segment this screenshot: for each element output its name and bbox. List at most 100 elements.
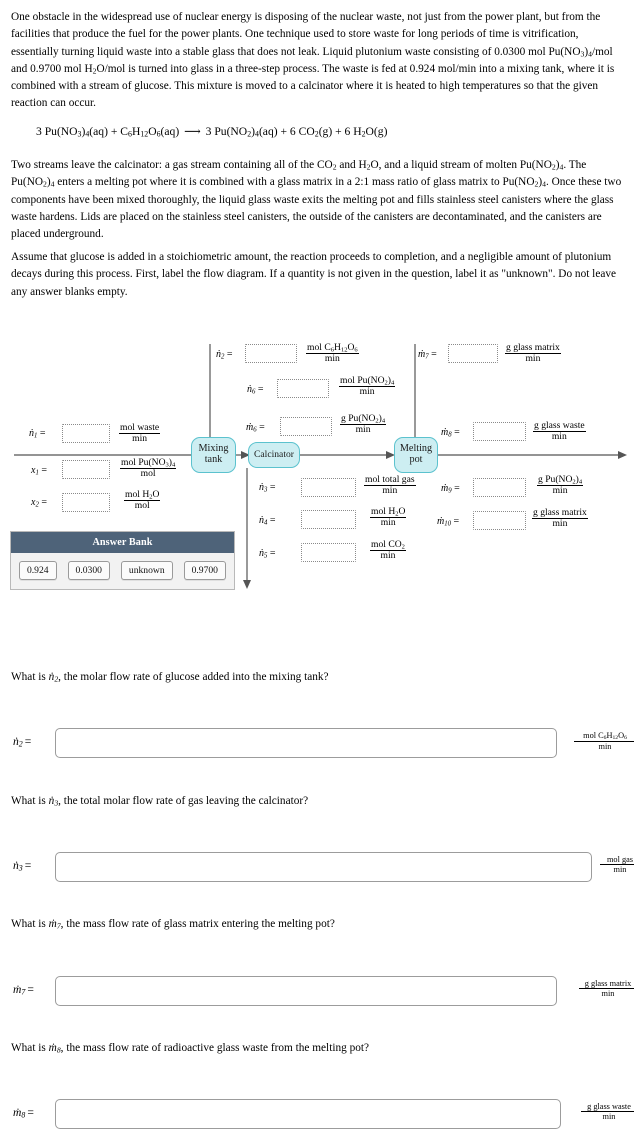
input-n6[interactable]	[277, 379, 329, 398]
paragraph-intro: One obstacle in the widespread use of nu…	[11, 9, 626, 113]
units-n1-num: mol waste	[119, 422, 161, 435]
label-n2: ṅ2 =	[216, 349, 233, 361]
input-x2[interactable]	[62, 493, 110, 512]
input-n4[interactable]	[301, 510, 356, 529]
label-m7: ṁ7 =	[418, 349, 437, 361]
label-m8: ṁ8 =	[441, 427, 460, 439]
units-n5: mol CO2 min	[370, 539, 406, 562]
input-m7[interactable]	[448, 344, 498, 363]
answer-label-m8: ṁ8=	[13, 1106, 34, 1120]
answer-bank-title: Answer Bank	[11, 532, 234, 553]
answer-chip-1[interactable]: 0.0300	[67, 561, 110, 580]
input-m8[interactable]	[473, 422, 526, 441]
answer-units-m8-den: min	[602, 1112, 616, 1122]
units-n1: mol waste min	[119, 422, 161, 445]
para1-text-a: One obstacle in the widespread use of nu…	[11, 11, 601, 58]
question-text-n2: What is ṅ2, the molar flow rate of gluc…	[11, 671, 329, 684]
unit-melting-pot[interactable]: Melting pot	[394, 437, 438, 473]
question-text-m7: What is ṁ7, the mass flow rate of glass…	[11, 918, 335, 931]
para1-text-c: mol H2O/mol is turned into glass in a th…	[61, 62, 410, 76]
label-n3: ṅ3 =	[259, 482, 276, 494]
paragraph-process: Two streams leave the calcinator: a gas …	[11, 159, 622, 241]
answer-units-m7: g glass matrix min	[579, 979, 634, 998]
units-n2: mol C6H12O6 min	[306, 342, 359, 365]
units-m8: g glass waste min	[533, 420, 586, 443]
label-x2: x2 =	[31, 497, 47, 509]
q1-prefix: What is	[11, 671, 49, 683]
answer-input-m7[interactable]	[55, 976, 557, 1006]
input-n5[interactable]	[301, 543, 356, 562]
input-x1[interactable]	[62, 460, 110, 479]
answer-chip-2[interactable]: unknown	[120, 561, 173, 580]
units-n5-den: min	[380, 550, 396, 562]
mixing-tank-line1: Mixing	[198, 443, 229, 455]
units-x2-num: mol H2O	[124, 489, 161, 502]
answer-units-m7-den: min	[601, 989, 615, 999]
reaction-equation: 3 Pu(NO3)4(aq) + C6H12O6(aq) ⟶ 3 Pu(NO2)…	[36, 125, 388, 139]
unit-mixing-tank[interactable]: Mixing tank	[191, 437, 236, 473]
q3-prefix: What is	[11, 918, 49, 930]
unit-calcinator[interactable]: Calcinator	[248, 442, 300, 468]
para1-text-b: mol Pu(NO3)4/mol and	[11, 45, 613, 75]
units-n5-num: mol CO2	[370, 539, 406, 552]
answer-units-n3-den: min	[613, 865, 627, 875]
answer-units-n2: mol C6H12O6 min	[574, 731, 634, 752]
answer-label-n2: ṅ2=	[13, 735, 32, 749]
melting-pot-line2: pot	[409, 454, 423, 465]
units-m9: g Pu(NO2)4 min	[537, 474, 584, 497]
units-n6-num: mol Pu(NO2)4	[339, 375, 396, 388]
input-n3[interactable]	[301, 478, 356, 497]
paragraph-assumptions: Assume that glucose is added in a stoich…	[11, 251, 617, 298]
input-n2[interactable]	[245, 344, 297, 363]
units-x1-den: mol	[140, 468, 156, 480]
answer-row-n2: ṅ2= mol C6H12O6 min	[11, 728, 634, 758]
q2-prefix: What is	[11, 795, 49, 807]
answer-chip-3[interactable]: 0.9700	[183, 561, 226, 580]
label-x1: x1 =	[31, 465, 47, 477]
answer-units-m8: g glass waste min	[581, 1102, 634, 1121]
answer-label-m7: ṁ7=	[13, 983, 34, 997]
answer-units-n2-den: min	[598, 742, 612, 752]
answer-row-m8: ṁ8= g glass waste min	[11, 1099, 634, 1129]
answer-bank: Answer Bank 0.924 0.0300 unknown 0.9700	[10, 531, 235, 590]
input-m6[interactable]	[280, 417, 332, 436]
answer-input-m8[interactable]	[55, 1099, 561, 1129]
para1-text-d: mol/min into a mixing tank, where it is …	[11, 62, 615, 110]
units-m10-num: g glass matrix	[532, 507, 588, 520]
label-n5: ṅ5 =	[259, 548, 276, 560]
answer-units-m8-num: g glass waste	[581, 1102, 634, 1113]
units-n6: mol Pu(NO2)4 min	[339, 375, 396, 398]
answer-units-m7-num: g glass matrix	[579, 979, 634, 990]
units-m10-den: min	[552, 518, 568, 530]
question-text-m8: What is ṁ8, the mass flow rate of radio…	[11, 1042, 369, 1055]
input-m9[interactable]	[473, 478, 526, 497]
answer-chip-0[interactable]: 0.924	[18, 561, 57, 580]
para1-value-feed: 0.924	[409, 62, 436, 75]
units-m10: g glass matrix min	[532, 507, 588, 530]
label-n1: ṅ1 =	[29, 428, 46, 440]
answer-input-n2[interactable]	[55, 728, 557, 758]
units-n4-num: mol H2O	[370, 506, 407, 519]
units-m8-num: g glass waste	[533, 420, 586, 433]
units-n2-den: min	[324, 353, 340, 365]
answer-input-n3[interactable]	[55, 852, 592, 882]
units-x2: mol H2O mol	[124, 489, 161, 512]
input-n1[interactable]	[62, 424, 110, 443]
answer-row-n3: ṅ3= mol gas min	[11, 852, 634, 882]
answer-units-n2-num: mol C6H12O6	[574, 731, 634, 743]
input-m10[interactable]	[473, 511, 526, 530]
q4-var: ṁ8	[48, 1042, 61, 1055]
mixing-tank-line2: tank	[204, 454, 223, 465]
flow-diagram: Mixing tank Calcinator Melting pot ṅ1 =…	[0, 318, 634, 603]
units-n4-den: min	[380, 517, 396, 529]
mixing-tank-label: Mixing tank	[198, 443, 229, 466]
units-m9-den: min	[552, 485, 568, 497]
melting-pot-label: Melting pot	[400, 443, 432, 466]
answer-bank-chips: 0.924 0.0300 unknown 0.9700	[11, 553, 234, 589]
q1-var: ṅ2	[48, 671, 59, 684]
para1-value-purity: 0.0300	[494, 45, 526, 58]
units-m6-den: min	[355, 424, 371, 436]
q2-var: ṅ3	[48, 795, 59, 808]
units-x1: mol Pu(NO3)4 mol	[120, 457, 177, 480]
